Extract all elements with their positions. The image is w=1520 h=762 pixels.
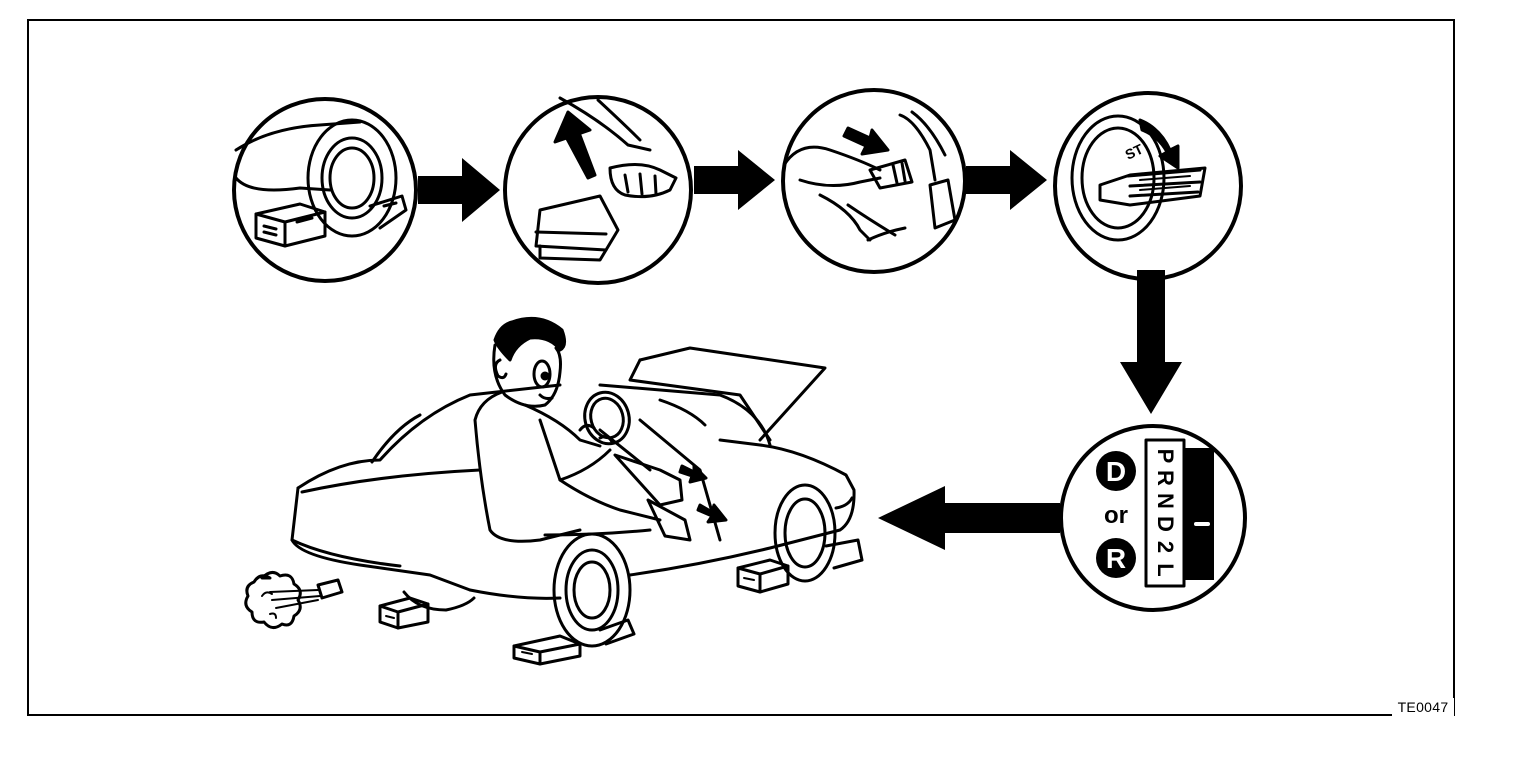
- figure-code: TE0047: [1392, 698, 1454, 716]
- ignition-key-icon: [1070, 114, 1207, 242]
- parking-brake-icon: [534, 96, 678, 262]
- gear-2: 2: [1153, 541, 1178, 553]
- drive-badge: [1096, 451, 1136, 491]
- car-test-scene: [244, 316, 864, 666]
- step-4-ignition-panel: ST: [1053, 91, 1243, 281]
- gear-n: N: [1153, 493, 1178, 509]
- arrow-down-icon: [1120, 270, 1182, 414]
- front-wheel-with-chocks: [736, 483, 864, 594]
- arrow-right-icon: [694, 150, 775, 210]
- gear-d: D: [1153, 516, 1178, 532]
- rear-wheel-with-chocks: [378, 532, 636, 666]
- selector-gate: [1184, 448, 1214, 580]
- shift-option-reverse: R: [1106, 543, 1126, 574]
- arrow-right-icon: [966, 150, 1047, 210]
- exhaust-smoke-icon: [244, 571, 344, 629]
- driver-figure: [473, 316, 728, 543]
- step-1-wheel-chock-panel: [232, 97, 418, 283]
- shift-option-connector: or: [1104, 502, 1128, 529]
- wheel-chock-icon: [234, 118, 408, 248]
- arrow-left-icon: [878, 486, 1060, 550]
- brake-pedal-icon: [782, 110, 957, 242]
- press-arrow-icon: [696, 503, 728, 524]
- press-arrow-icon: [678, 464, 708, 484]
- shift-option-drive: D: [1106, 456, 1126, 487]
- step-5-shift-lever-panel: [1059, 424, 1247, 612]
- arrow-right-icon: [418, 158, 500, 222]
- gear-r: R: [1153, 470, 1178, 486]
- reverse-badge: [1096, 538, 1136, 578]
- step-2-parking-brake-panel: [503, 95, 693, 285]
- step-1-circle: [232, 97, 418, 283]
- gear-position-labels: P R N D 2 L: [1153, 449, 1178, 577]
- step-3-brake-pedal-panel: [781, 88, 967, 274]
- gear-l: L: [1153, 563, 1178, 576]
- ignition-start-label: ST: [1123, 140, 1146, 162]
- gear-p: P: [1153, 449, 1178, 464]
